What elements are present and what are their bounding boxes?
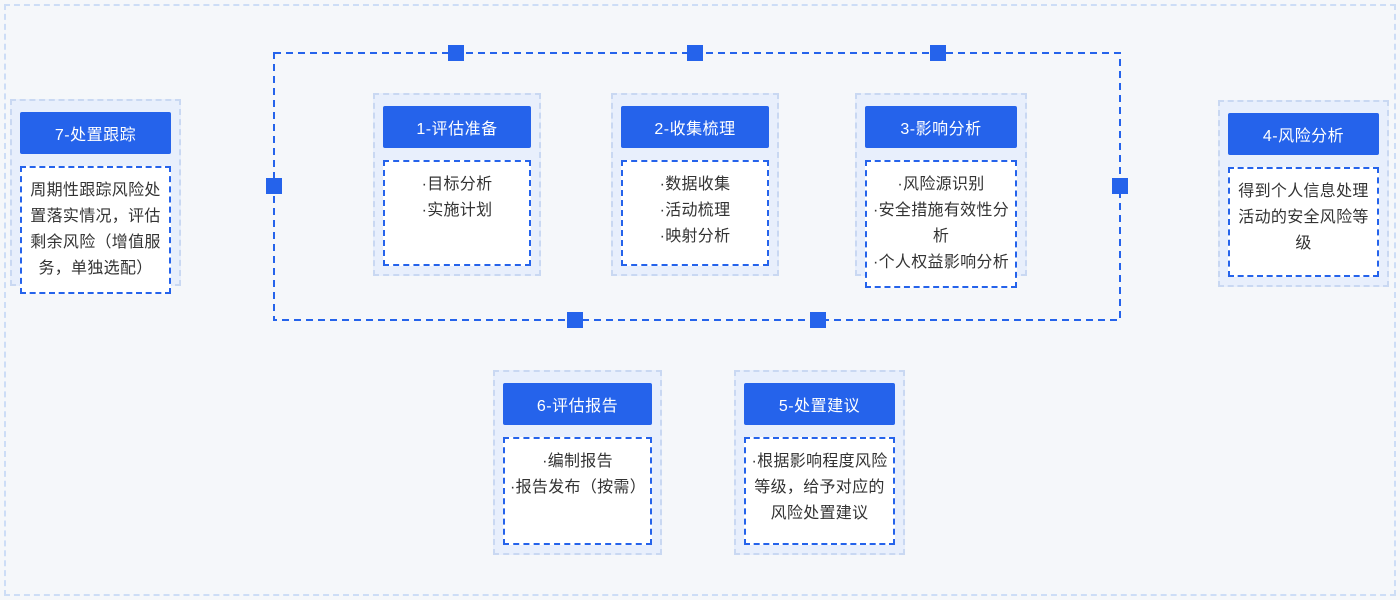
step-1-item: ·目标分析 xyxy=(421,176,493,193)
step-7-description: 周期性跟踪风险处置落实情况，评估剩余风险（增值服务，单独选配） xyxy=(30,182,161,277)
connector-node xyxy=(266,178,282,194)
step-card-6: 6-评估报告 ·编制报告 ·报告发布（按需） xyxy=(493,370,662,555)
step-1-item: ·实施计划 xyxy=(421,202,493,219)
connector-node xyxy=(567,312,583,328)
connector-node xyxy=(448,45,464,61)
step-7-header: 7-处置跟踪 xyxy=(20,112,171,154)
step-2-item: ·活动梳理 xyxy=(659,202,731,219)
step-card-1: 1-评估准备 ·目标分析 ·实施计划 xyxy=(373,93,541,276)
step-3-body: ·风险源识别 ·安全措施有效性分析 ·个人权益影响分析 xyxy=(865,160,1017,288)
step-3-item: ·风险源识别 xyxy=(897,176,985,193)
step-5-header: 5-处置建议 xyxy=(744,383,895,425)
step-card-5: 5-处置建议 ·根据影响程度风险等级，给予对应的风险处置建议 xyxy=(734,370,905,555)
step-1-body: ·目标分析 ·实施计划 xyxy=(383,160,531,266)
connector-node xyxy=(810,312,826,328)
step-4-header: 4-风险分析 xyxy=(1228,113,1379,155)
step-6-header: 6-评估报告 xyxy=(503,383,652,425)
step-2-header: 2-收集梳理 xyxy=(621,106,769,148)
step-3-header: 3-影响分析 xyxy=(865,106,1017,148)
step-3-item: ·个人权益影响分析 xyxy=(872,254,1010,271)
step-5-body: ·根据影响程度风险等级，给予对应的风险处置建议 xyxy=(744,437,895,545)
step-5-description: ·根据影响程度风险等级，给予对应的风险处置建议 xyxy=(751,453,888,522)
step-2-item: ·映射分析 xyxy=(659,228,731,245)
step-2-item: ·数据收集 xyxy=(659,176,731,193)
connector-node xyxy=(687,45,703,61)
step-card-7: 7-处置跟踪 周期性跟踪风险处置落实情况，评估剩余风险（增值服务，单独选配） xyxy=(10,99,181,294)
step-card-2: 2-收集梳理 ·数据收集 ·活动梳理 ·映射分析 xyxy=(611,93,779,276)
step-card-3: 3-影响分析 ·风险源识别 ·安全措施有效性分析 ·个人权益影响分析 xyxy=(855,93,1027,288)
step-1-header: 1-评估准备 xyxy=(383,106,531,148)
step-3-item: ·安全措施有效性分析 xyxy=(872,202,1010,245)
step-4-description: 得到个人信息处理活动的安全风险等级 xyxy=(1238,183,1369,252)
step-card-4: 4-风险分析 得到个人信息处理活动的安全风险等级 xyxy=(1218,100,1389,287)
step-4-body: 得到个人信息处理活动的安全风险等级 xyxy=(1228,167,1379,277)
step-6-body: ·编制报告 ·报告发布（按需） xyxy=(503,437,652,545)
connector-node xyxy=(930,45,946,61)
step-2-body: ·数据收集 ·活动梳理 ·映射分析 xyxy=(621,160,769,266)
connector-node xyxy=(1112,178,1128,194)
step-7-body: 周期性跟踪风险处置落实情况，评估剩余风险（增值服务，单独选配） xyxy=(20,166,171,294)
step-6-item: ·报告发布（按需） xyxy=(510,479,647,496)
step-6-item: ·编制报告 xyxy=(542,453,613,470)
